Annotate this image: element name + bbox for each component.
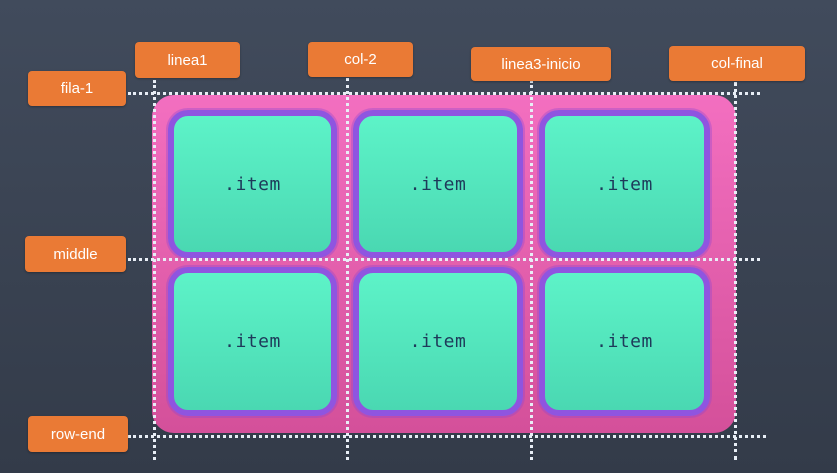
grid-item-label: .item <box>409 173 467 195</box>
column-line-label: linea3-inicio <box>471 47 611 81</box>
grid-item-label: .item <box>596 173 653 195</box>
row-grid-line <box>128 258 760 261</box>
column-grid-line <box>530 80 533 460</box>
row-line-label: middle <box>25 236 126 272</box>
grid-item: .item <box>539 267 710 416</box>
column-line-label: col-2 <box>308 42 413 77</box>
grid-item-label: .item <box>224 173 281 195</box>
column-line-label: col-final <box>669 46 805 81</box>
grid-item: .item <box>539 110 710 258</box>
grid-item-label: .item <box>409 331 467 352</box>
grid-item: .item <box>353 267 523 416</box>
column-grid-line <box>153 80 156 460</box>
grid-item-label: .item <box>596 331 653 352</box>
column-grid-line <box>734 82 737 460</box>
grid-item-label: .item <box>224 331 281 352</box>
row-line-label: fila-1 <box>28 71 126 106</box>
grid-item: .item <box>353 110 523 258</box>
row-line-label: row-end <box>28 416 128 452</box>
row-grid-line <box>128 92 760 95</box>
column-line-label: linea1 <box>135 42 240 78</box>
grid-item: .item <box>168 267 337 416</box>
row-grid-line <box>128 435 766 438</box>
column-grid-line <box>346 78 349 460</box>
grid-item: .item <box>168 110 337 258</box>
